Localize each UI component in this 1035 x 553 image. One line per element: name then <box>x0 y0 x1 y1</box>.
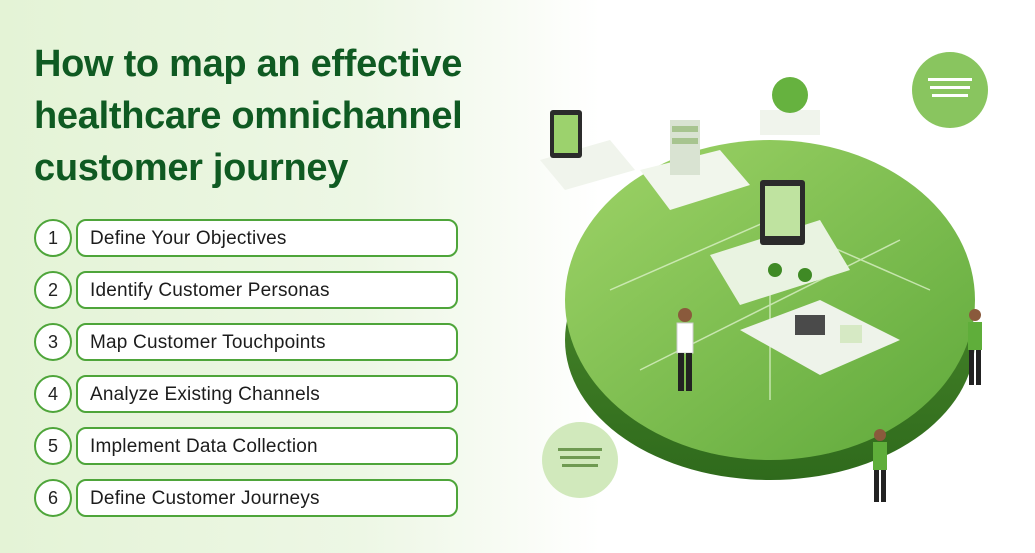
step-label: Identify Customer Personas <box>76 271 458 309</box>
step-label: Map Customer Touchpoints <box>76 323 458 361</box>
step-label: Define Customer Journeys <box>76 479 458 517</box>
person-icon <box>968 309 982 385</box>
step-item-3: 3 Map Customer Touchpoints <box>34 322 458 364</box>
step-number-badge: 3 <box>34 323 72 361</box>
step-number-badge: 5 <box>34 427 72 465</box>
step-label: Define Your Objectives <box>76 219 458 257</box>
journey-illustration <box>540 52 988 502</box>
step-item-5: 5 Implement Data Collection <box>34 426 458 468</box>
speech-bubble-icon <box>542 52 988 498</box>
tree-icon <box>760 77 820 282</box>
step-item-1: 1 Define Your Objectives <box>34 218 458 260</box>
building-icon <box>640 120 750 210</box>
title-line-3: customer journey <box>34 147 349 189</box>
step-label: Implement Data Collection <box>76 427 458 465</box>
laptop-icon <box>540 110 635 190</box>
clinic-block <box>740 300 900 375</box>
step-number-badge: 2 <box>34 271 72 309</box>
step-number-badge: 1 <box>34 219 72 257</box>
monitor-icon <box>710 180 850 305</box>
title-line-2: healthcare omnichannel <box>34 95 463 137</box>
step-item-6: 6 Define Customer Journeys <box>34 478 458 520</box>
step-item-2: 2 Identify Customer Personas <box>34 270 458 312</box>
step-item-4: 4 Analyze Existing Channels <box>34 374 458 416</box>
step-number-badge: 4 <box>34 375 72 413</box>
page-title: How to map an effective healthcare omnic… <box>34 38 534 194</box>
title-line-1: How to map an effective <box>34 43 463 85</box>
step-label: Analyze Existing Channels <box>76 375 458 413</box>
person-icon <box>873 429 887 502</box>
person-icon <box>676 308 694 391</box>
step-number-badge: 6 <box>34 479 72 517</box>
